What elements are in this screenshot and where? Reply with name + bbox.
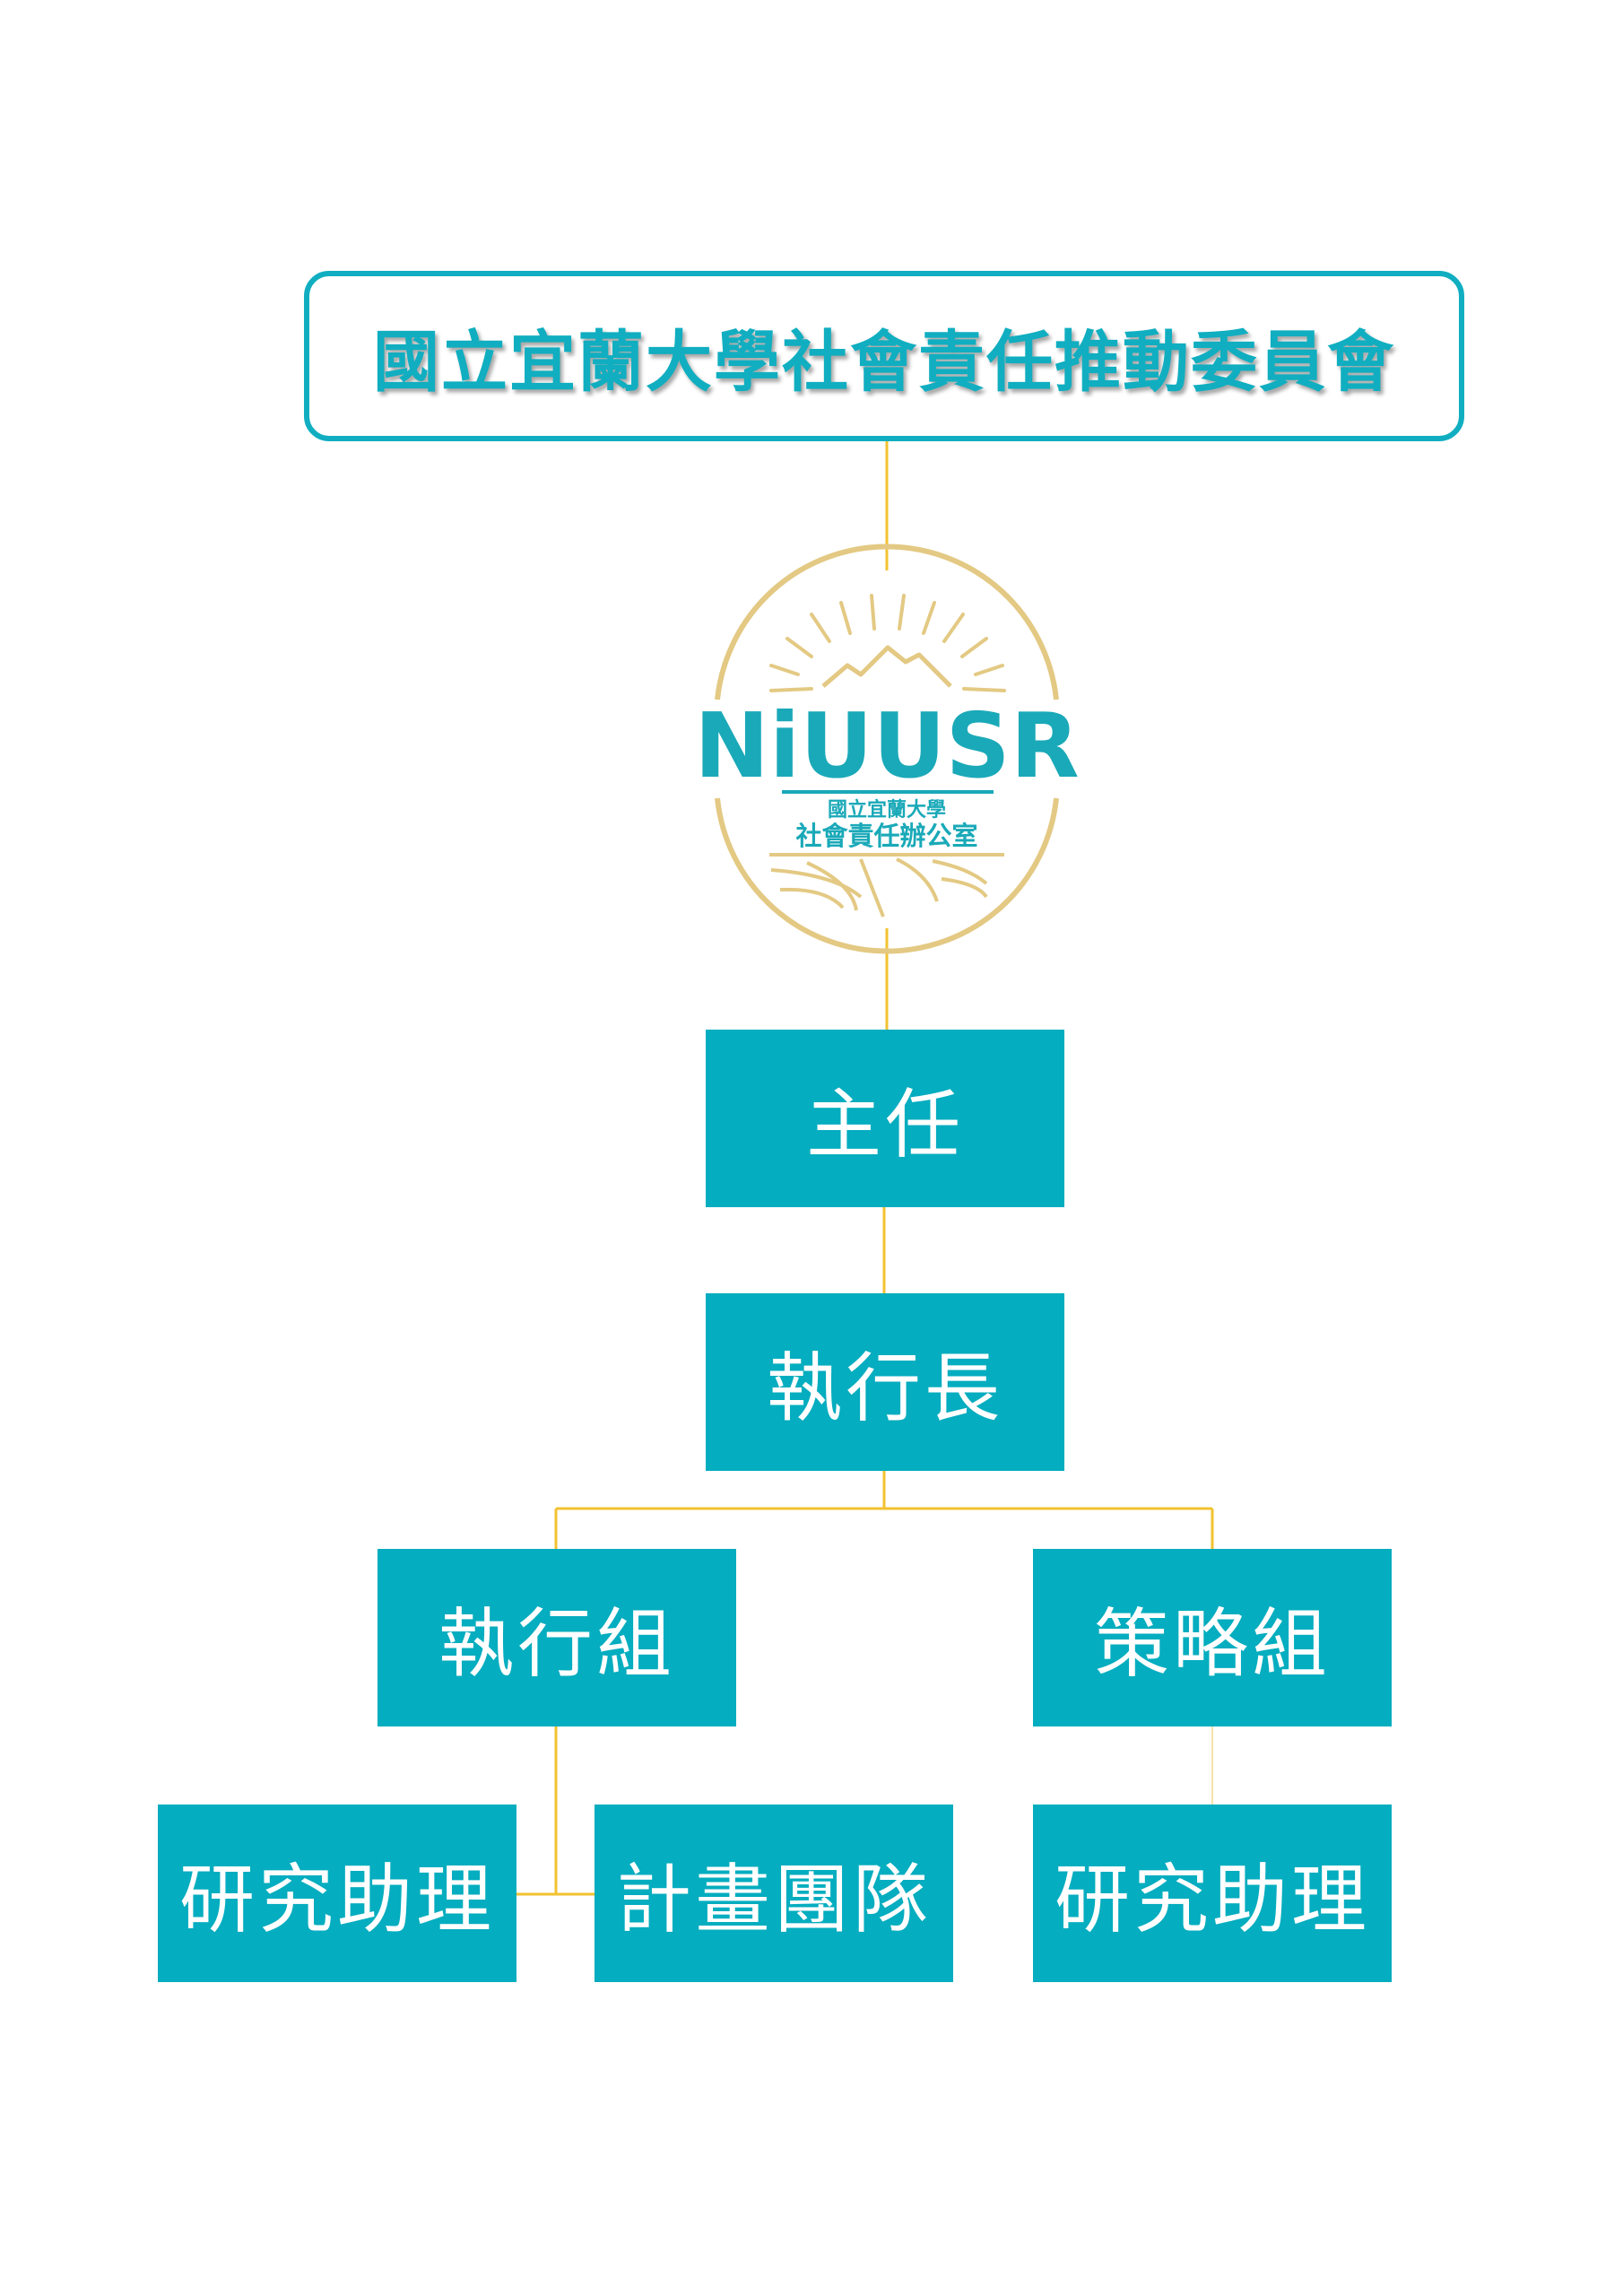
- logo-brand: NiUUSR: [694, 693, 1079, 798]
- node-director: 主任: [706, 1030, 1064, 1207]
- node-exec-research-assistant: 研究助理: [158, 1805, 516, 1982]
- node-strategy-research-assistant: 研究助理: [1033, 1805, 1392, 1982]
- committee-box: 國立宜蘭大學社會責任推動委員會: [304, 271, 1464, 441]
- node-strategy-group: 策略組: [1033, 1549, 1392, 1726]
- node-ceo: 執行長: [706, 1293, 1064, 1471]
- node-execution-group: 執行組: [378, 1549, 736, 1726]
- logo-line1: 國立宜蘭大學: [828, 798, 946, 822]
- logo-line2: 社會責任辦公室: [795, 821, 977, 851]
- committee-label: 國立宜蘭大學社會責任推動委員會: [373, 323, 1395, 401]
- node-project-team: 計畫團隊: [595, 1805, 953, 1982]
